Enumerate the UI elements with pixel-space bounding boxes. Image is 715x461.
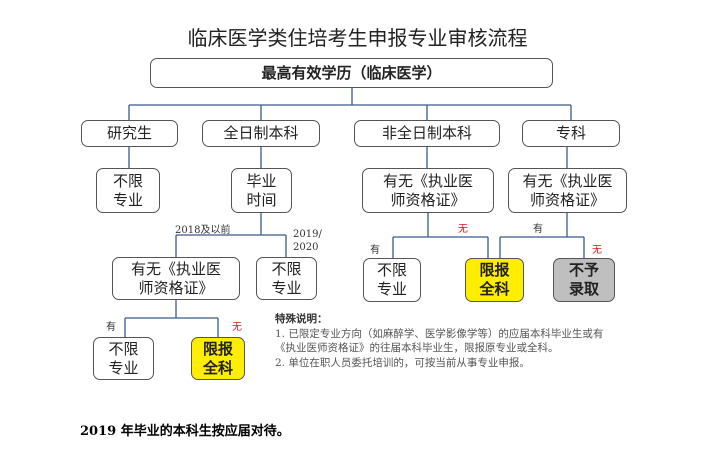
box-rejected: 不予 录取 [553,258,615,302]
note-item: 2. 单位在职人员委托培训的，可按当前从事专业申报。 [275,356,530,369]
label-2019-2020: 2019/ 2020 [293,229,322,253]
box-general-practice-only: 限报 全科 [191,337,245,380]
page-title: 临床医学类住培考生申报专业审核流程 [187,26,528,50]
box-unlimited-major: 不限 专业 [363,258,421,302]
label-yes: 有 [533,224,543,235]
box-fulltime-bachelor: 全日制本科 [202,120,320,147]
label-2018-and-before: 2018及以前 [175,225,231,236]
top-box-highest-degree: 最高有效学历（临床医学） [150,58,553,88]
special-notes: 特殊说明： 1. 已限定专业方向（如麻醉学、医学影像学等）的应届本科毕业生或有《… [275,312,615,370]
box-general-practice-only: 限报 全科 [465,258,524,302]
label-yes: 有 [370,245,380,256]
box-graduate: 研究生 [81,120,178,147]
label-no: 无 [458,224,468,235]
box-graduation-time: 毕业 时间 [231,168,292,213]
notes-heading: 特殊说明： [275,313,328,325]
label-no: 无 [592,245,602,256]
box-unlimited-major: 不限 专业 [256,257,317,300]
box-certificate-question: 有无《执业医 师资格证》 [112,257,240,300]
label-yes: 有 [106,322,116,333]
box-unlimited-major: 不限 专业 [93,337,154,380]
box-certificate-question: 有无《执业医 师资格证》 [362,168,494,213]
footer-note: 2019 年毕业的本科生按应届对待。 [80,424,290,439]
label-no: 无 [232,322,242,333]
box-parttime-bachelor: 非全日制本科 [354,120,500,147]
box-certificate-question: 有无《执业医 师资格证》 [508,168,627,213]
box-unlimited-major: 不限 专业 [96,168,160,213]
box-junior-college: 专科 [522,120,620,147]
note-item: 1. 已限定专业方向（如麻醉学、医学影像学等）的应届本科毕业生或有《执业医师资格… [275,327,604,355]
